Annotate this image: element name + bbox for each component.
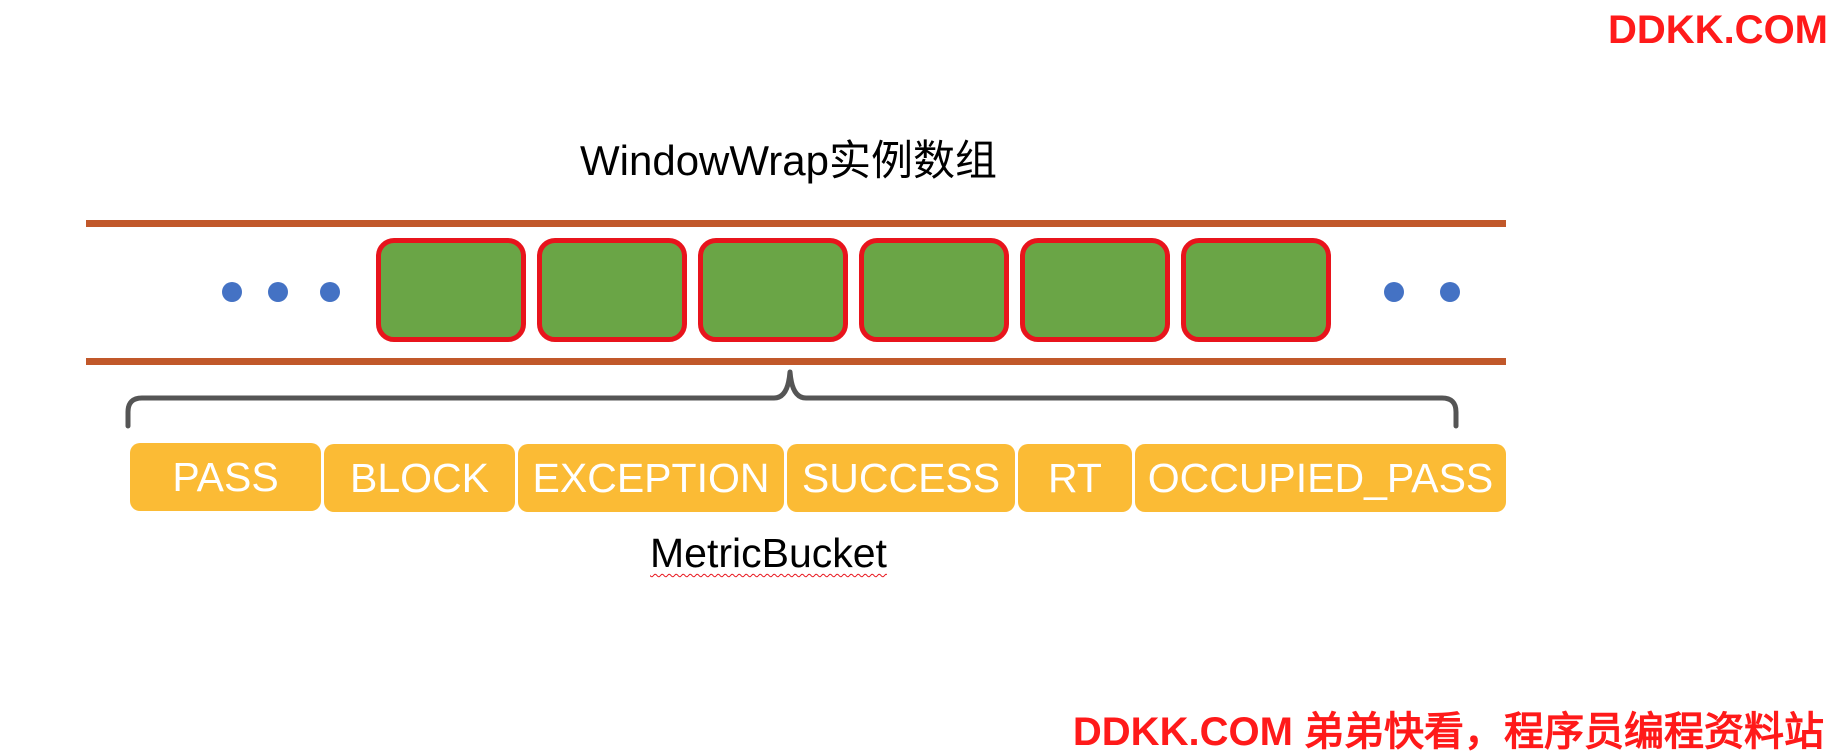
ellipsis-dot: [320, 282, 340, 302]
window-wrap-cell: [859, 238, 1009, 342]
bucket-field-pass: PASS: [130, 443, 321, 511]
bucket-field-exception: EXCEPTION: [518, 444, 784, 512]
window-wrap-cell: [1181, 238, 1331, 342]
window-wrap-cell: [698, 238, 848, 342]
ellipsis-dot: [1384, 282, 1404, 302]
ellipsis-dot: [222, 282, 242, 302]
window-wrap-cell: [1020, 238, 1170, 342]
ellipsis-dot: [268, 282, 288, 302]
array-rail-bottom: [86, 358, 1506, 365]
bucket-field-rt: RT: [1018, 444, 1132, 512]
bucket-brace: [125, 369, 1459, 429]
watermark-bottom: DDKK.COM 弟弟快看，程序员编程资料站: [1072, 710, 1824, 754]
bucket-field-occupied-pass: OCCUPIED_PASS: [1135, 444, 1506, 512]
window-wrap-cell: [376, 238, 526, 342]
bucket-field-success: SUCCESS: [787, 444, 1015, 512]
bucket-label-text: MetricBucket: [650, 530, 887, 576]
array-rail-top: [86, 220, 1506, 227]
bucket-label: MetricBucket: [650, 528, 950, 578]
bucket-field-block: BLOCK: [324, 444, 515, 512]
watermark-top: DDKK.COM: [1608, 8, 1828, 52]
ellipsis-dot: [1440, 282, 1460, 302]
window-wrap-cell: [537, 238, 687, 342]
array-title: WindowWrap实例数组: [580, 137, 997, 184]
